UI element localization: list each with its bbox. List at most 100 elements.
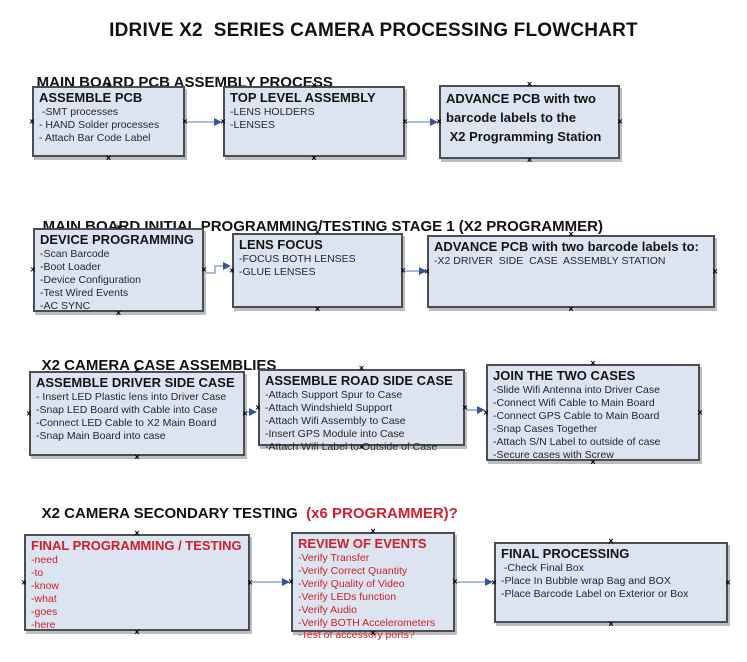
box-title: REVIEW OF EVENTS: [298, 536, 427, 551]
box-item: -Verify Audio: [298, 603, 357, 616]
box-title: ASSEMBLE ROAD SIDE CASE: [265, 373, 453, 388]
box-item: -Snap Cases Together: [493, 422, 598, 435]
box-item: - Attach Bar Code Label: [39, 131, 151, 144]
box-item: -what: [31, 592, 57, 605]
box-item: -Place In Bubble wrap Bag and BOX: [501, 574, 671, 587]
box-item: -AC SYNC: [40, 299, 91, 312]
box-title: ADVANCE PCB with two barcode labels to t…: [446, 91, 602, 144]
box-item: -Verify Transfer: [298, 552, 370, 564]
box-item: -Connect GPS Cable to Main Board: [493, 409, 660, 422]
connection-handle-icon: [482, 408, 490, 416]
connection-handle-icon: [254, 403, 262, 411]
box-item: -Verify LEDs function: [298, 590, 397, 603]
box-item: -Attach Windshield Support: [265, 401, 393, 414]
connection-handle-icon: [310, 154, 318, 162]
box-item: -Connect Wifi Cable to Main Board: [493, 396, 655, 409]
box-title: ADVANCE PCB with two barcode labels to:: [434, 239, 699, 254]
box-item: -Attach S/N Label to outside of case: [493, 435, 661, 448]
box-item: - HAND Solder processes: [39, 118, 160, 131]
box-item: -X2 DRIVER SIDE CASE ASSEMBLY STATION: [434, 255, 666, 267]
connection-handle-icon: [29, 266, 37, 274]
section-heading-secondary-testing: X2 CAMERA SECONDARY TESTING (x6 PROGRAMM…: [25, 488, 458, 539]
connection-handle-icon: [526, 156, 534, 164]
box-item: -Attach Support Spur to Case: [265, 389, 403, 401]
box-item: -Verify Quality of Video: [298, 577, 405, 590]
box-item: -Verify BOTH Accelerometers: [298, 616, 436, 629]
connection-handle-icon: [724, 578, 732, 586]
flow-box-assemble-driver-side-case: ASSEMBLE DRIVER SIDE CASE - Insert LED P…: [29, 371, 245, 456]
section-heading-text: X2 CAMERA CASE ASSEMBLIES: [41, 357, 277, 374]
connection-handle-icon: [607, 620, 615, 628]
box-item: -Check Final Box: [501, 562, 584, 574]
connection-handle-icon: [526, 80, 534, 88]
box-item: - Insert LED Plastic lens into Driver Ca…: [36, 391, 227, 403]
box-title: JOIN THE TWO CASES: [493, 368, 636, 383]
box-item: -GLUE LENSES: [239, 265, 316, 278]
box-item: -Boot Loader: [40, 260, 101, 273]
box-item: -Snap Main Board into case: [36, 429, 166, 442]
connection-handle-icon: [696, 408, 704, 416]
section-heading-red-text: (x6 PROGRAMMER)?: [301, 505, 458, 522]
flow-box-top-level-assembly: TOP LEVEL ASSEMBLY -LENS HOLDERS -LENSES: [223, 86, 405, 157]
connection-handle-icon: [200, 266, 208, 274]
connection-handle-icon: [246, 578, 254, 586]
box-item: -Test Wired Events: [40, 286, 129, 299]
connection-handle-icon: [241, 409, 249, 417]
page-title: IDRIVE X2 SERIES CAMERA PROCESSING FLOWC…: [109, 20, 638, 41]
box-title: FINAL PROGRAMMING / TESTING: [31, 538, 242, 553]
connection-handle-icon: [358, 364, 366, 372]
flow-box-lens-focus: LENS FOCUS -FOCUS BOTH LENSES -GLUE LENS…: [232, 233, 403, 308]
section-heading-text: X2 CAMERA SECONDARY TESTING: [41, 505, 302, 522]
section-heading-case-assemblies: X2 CAMERA CASE ASSEMBLIES: [25, 340, 277, 391]
connection-handle-icon: [20, 578, 28, 586]
box-item: -know: [31, 579, 60, 592]
connection-handle-icon: [181, 117, 189, 125]
box-item: -Secure cases with Screw: [493, 448, 614, 461]
box-title: ASSEMBLE PCB: [39, 90, 143, 105]
box-item: -LENS HOLDERS: [230, 106, 315, 118]
box-title: FINAL PROCESSING: [501, 546, 630, 561]
connection-handle-icon: [461, 403, 469, 411]
box-item: -Snap LED Board with Cable into Case: [36, 403, 218, 416]
connection-handle-icon: [399, 266, 407, 274]
box-item: -Insert GPS Module into Case: [265, 427, 405, 440]
connection-handle-icon: [423, 267, 431, 275]
connection-handle-icon: [228, 266, 236, 274]
flow-box-final-programming-testing: FINAL PROGRAMMING / TESTING -need -to -k…: [24, 534, 250, 631]
box-item: -Attach Wifi Label to Outside of Case: [265, 440, 438, 453]
box-item: -SMT processes: [39, 106, 119, 118]
box-title: DEVICE PROGRAMMING: [40, 232, 194, 247]
connection-handle-icon: [133, 453, 141, 461]
box-item: -LENSES: [230, 118, 275, 131]
connection-handle-icon: [287, 578, 295, 586]
connection-handle-icon: [711, 267, 719, 275]
connection-handle-icon: [607, 537, 615, 545]
box-item: -Test of accessory ports?: [298, 629, 415, 642]
box-item: -to: [31, 566, 44, 579]
connection-handle-icon: [567, 305, 575, 313]
connection-handle-icon: [314, 305, 322, 313]
flow-box-advance-pcb-programming-station: ADVANCE PCB with two barcode labels to t…: [439, 85, 620, 159]
box-item: -Device Configuration: [40, 273, 141, 286]
connection-handle-icon: [435, 118, 443, 126]
connection-handle-icon: [616, 118, 624, 126]
flow-box-review-of-events: REVIEW OF EVENTS -Verify Transfer -Verif…: [291, 532, 455, 641]
flow-box-assemble-road-side-case: ASSEMBLE ROAD SIDE CASE -Attach Support …: [258, 369, 465, 453]
box-title: TOP LEVEL ASSEMBLY: [230, 90, 376, 105]
arrow-device-to-lensfocus: [206, 262, 231, 274]
box-item: -Slide Wifi Antenna into Driver Case: [493, 384, 660, 396]
connection-handle-icon: [25, 409, 33, 417]
connection-handle-icon: [490, 578, 498, 586]
connection-handle-icon: [401, 117, 409, 125]
connection-handle-icon: [219, 117, 227, 125]
flow-box-advance-pcb-driver-side-station: ADVANCE PCB with two barcode labels to: …: [427, 235, 715, 308]
flow-box-assemble-pcb: ASSEMBLE PCB -SMT processes - HAND Solde…: [32, 86, 185, 157]
box-item: -Scan Barcode: [40, 248, 110, 260]
box-item: -Connect LED Cable to X2 Main Board: [36, 416, 217, 429]
box-item: -Attach Wifi Assembly to Case: [265, 414, 406, 427]
flow-box-join-the-two-cases: JOIN THE TWO CASES -Slide Wifi Antenna i…: [486, 364, 700, 461]
box-item: -need: [31, 554, 58, 566]
box-item: -here: [31, 618, 56, 631]
box-item: -goes: [31, 605, 58, 618]
